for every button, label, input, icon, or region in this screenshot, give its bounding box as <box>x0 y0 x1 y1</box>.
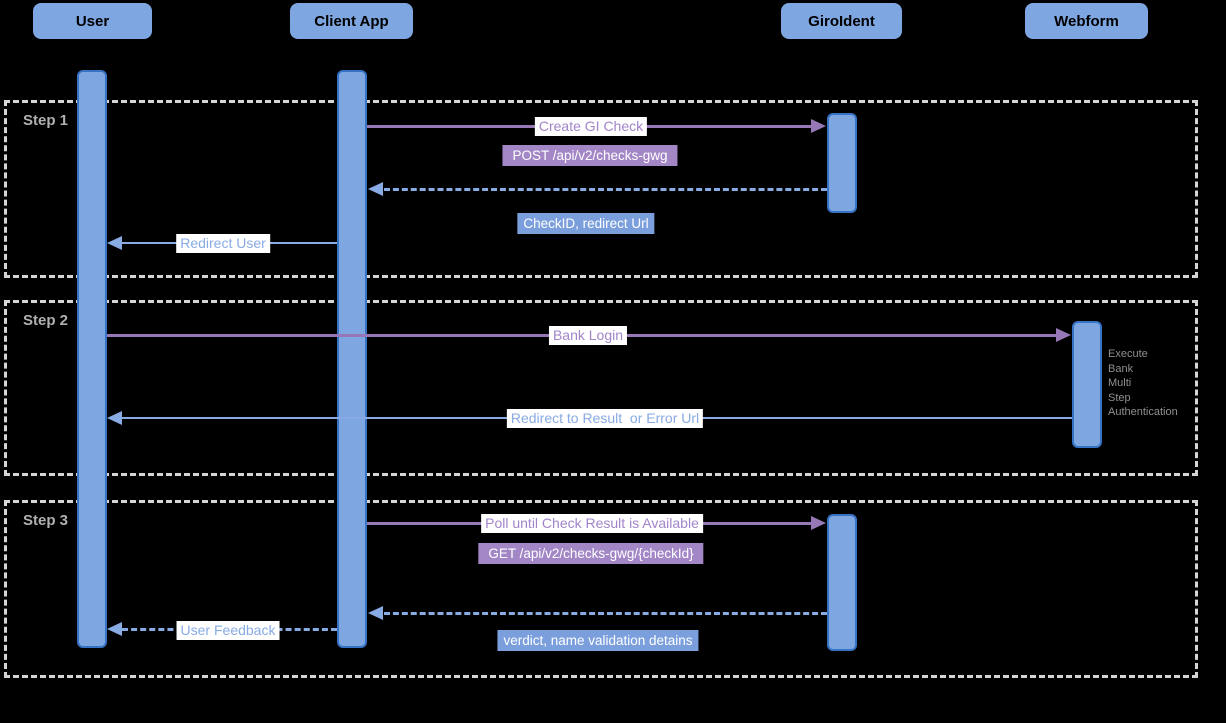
arrowhead-redirect-user <box>107 236 122 250</box>
message-bank-login: Bank Login <box>548 326 628 345</box>
message-redirect-result: Redirect to Result or Error Url <box>506 409 704 428</box>
actor-client-app-label: Client App <box>314 12 389 30</box>
step2-frame: Step 2 <box>4 300 1198 476</box>
actor-webform: Webform <box>1025 3 1148 39</box>
step1-frame: Step 1 <box>4 100 1198 278</box>
activation-webform-step2 <box>1072 321 1102 448</box>
actor-client-app: Client App <box>290 3 413 39</box>
lifeline-user <box>77 70 107 648</box>
activation-giroident-step1 <box>827 113 857 213</box>
message-poll-check-result: Poll until Check Result is Available <box>481 514 703 533</box>
arrow-checkid-return <box>384 188 827 191</box>
message-get-endpoint: GET /api/v2/checks-gwg/{checkId} <box>478 543 704 564</box>
message-post-endpoint: POST /api/v2/checks-gwg <box>502 145 678 166</box>
actor-webform-label: Webform <box>1054 12 1119 30</box>
actor-giroident-label: GiroIdent <box>808 12 875 30</box>
webform-note-line: Execute <box>1108 348 1148 360</box>
webform-note-line: Authentication <box>1108 406 1178 418</box>
message-verdict-return: verdict, name validation detains <box>497 630 699 651</box>
arrowhead-poll-check-result <box>811 516 826 530</box>
webform-note-line: Bank <box>1108 362 1134 375</box>
message-create-gi-check: Create GI Check <box>534 117 648 136</box>
step3-frame: Step 3 <box>4 500 1198 678</box>
webform-note-line: Multi <box>1108 377 1132 389</box>
actor-user: User <box>33 3 152 39</box>
arrow-verdict-return <box>384 612 827 615</box>
message-checkid-return: CheckID, redirect Url <box>517 213 655 234</box>
actor-giroident: GiroIdent <box>781 3 902 39</box>
arrowhead-redirect-result <box>107 411 122 425</box>
arrowhead-create-gi-check <box>811 119 826 133</box>
step2-label: Step 2 <box>23 312 69 329</box>
arrowhead-user-feedback <box>107 622 122 636</box>
lifeline-client-app <box>337 70 367 648</box>
activation-giroident-step3 <box>827 514 857 651</box>
arrowhead-verdict-return <box>368 606 383 620</box>
message-redirect-user: Redirect User <box>176 234 270 253</box>
step3-label: Step 3 <box>23 512 69 529</box>
arrowhead-checkid-return <box>368 182 383 196</box>
step1-label: Step 1 <box>23 112 69 129</box>
message-user-feedback: User Feedback <box>176 621 280 640</box>
arrowhead-bank-login <box>1056 328 1071 342</box>
actor-user-label: User <box>75 12 110 30</box>
webform-note-line: Step <box>1108 391 1131 404</box>
webform-note: Execute Bank Multi Step Authentication <box>1108 347 1178 420</box>
